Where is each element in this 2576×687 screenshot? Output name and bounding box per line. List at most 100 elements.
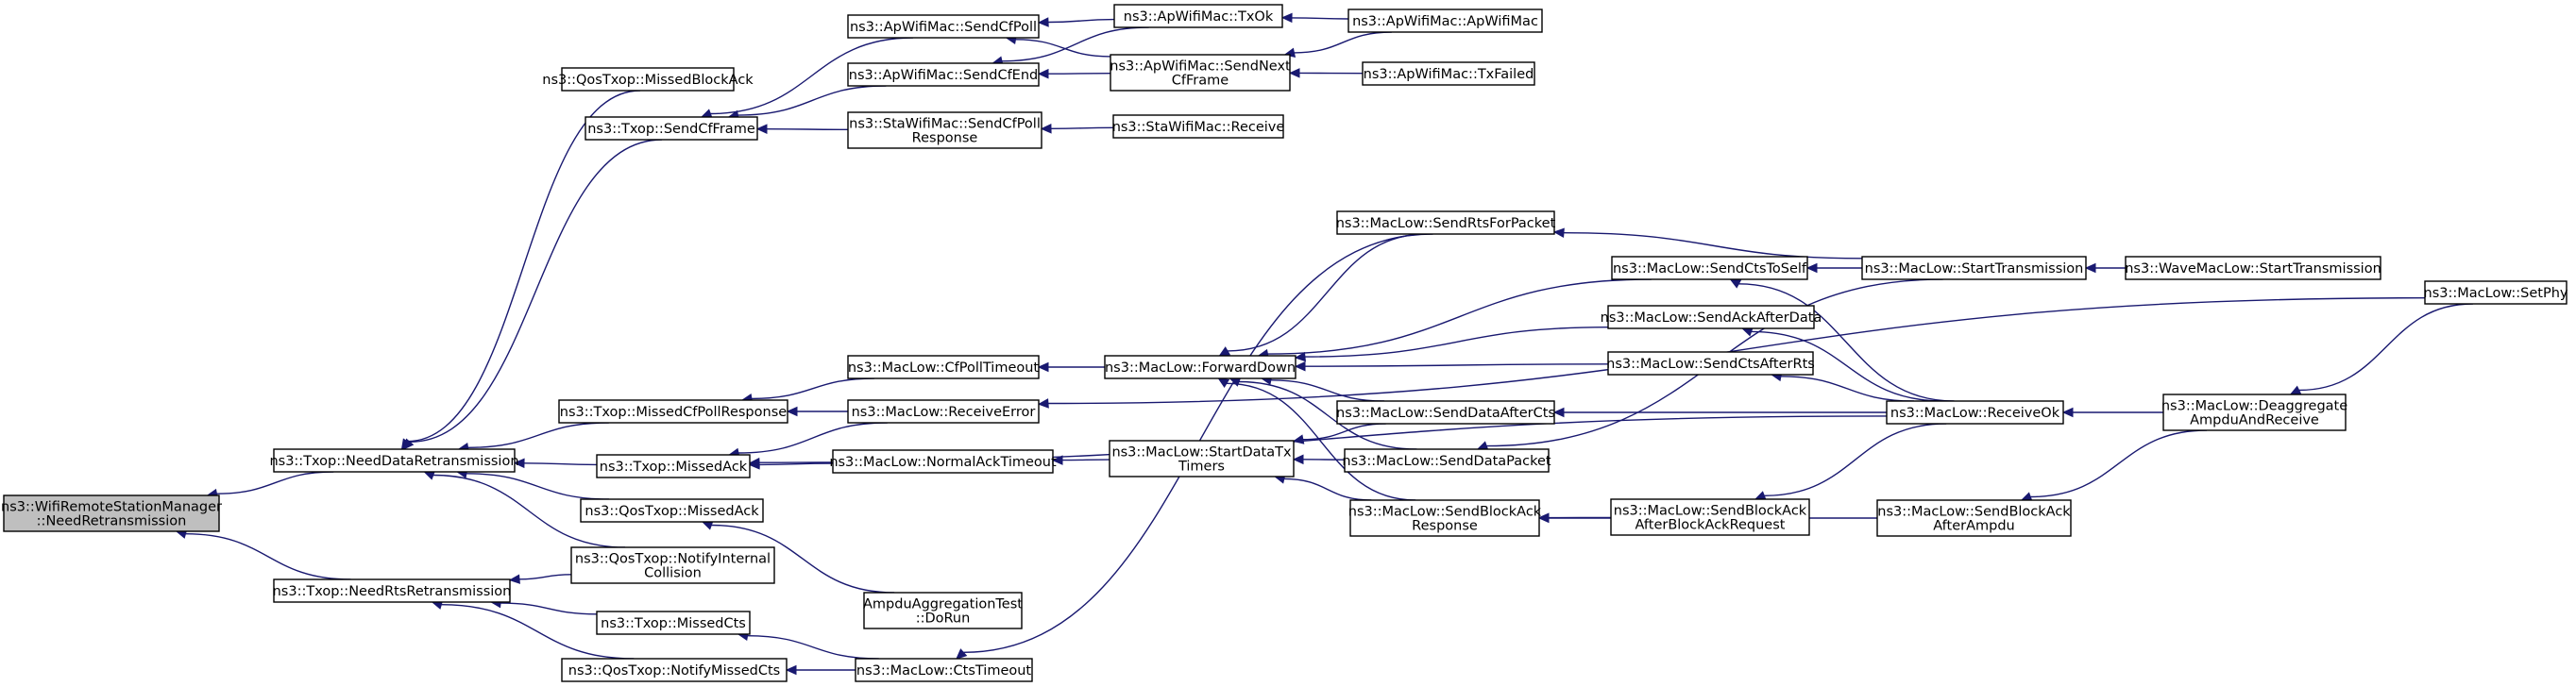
node-mlst[interactable]: ns3::MacLow::StartTransmission xyxy=(1861,256,2087,280)
node-apsce[interactable]: ns3::ApWifiMac::SendCfEnd xyxy=(847,62,1040,87)
node-label-line: CfFrame xyxy=(1172,74,1229,89)
edge-line xyxy=(1780,376,1914,402)
edge-n_mlro-to-n_mlsdac xyxy=(1552,407,1887,418)
edge-line xyxy=(711,524,895,594)
edge-arrowhead xyxy=(1292,454,1304,465)
node-label-line: ns3::QosTxop::NotifyInternal xyxy=(575,552,771,567)
node-mlscar[interactable]: ns3::MacLow::SendCtsAfterRts xyxy=(1606,351,1815,376)
node-mcts[interactable]: ns3::Txop::MissedCts xyxy=(596,611,751,635)
node-mlsdp[interactable]: ns3::MacLow::SendDataPacket xyxy=(1342,448,1551,473)
edge-line xyxy=(1227,233,1427,352)
node-label-line: ns3::Txop::MissedCfPollResponse xyxy=(560,405,787,420)
edge-line xyxy=(747,635,879,660)
node-nrr[interactable]: ns3::Txop::NeedRtsRetransmission xyxy=(273,578,512,603)
node-mlnat[interactable]: ns3::MacLow::NormalAckTimeout xyxy=(829,449,1057,474)
node-wmlst[interactable]: ns3::WaveMacLow::StartTransmission xyxy=(2125,256,2381,280)
node-label-line: ns3::MacLow::SendBlockAck xyxy=(1614,504,1807,519)
edge-arrowhead xyxy=(785,664,797,676)
node-ndr[interactable]: ns3::Txop::NeedDataRetransmission xyxy=(269,448,519,473)
node-label-line: ns3::Txop::MissedAck xyxy=(600,460,748,475)
node-mlsrfp[interactable]: ns3::MacLow::SendRtsForPacket xyxy=(1336,210,1556,235)
node-mlro[interactable]: ns3::MacLow::ReceiveOk xyxy=(1886,400,2064,425)
edge-arrowhead xyxy=(1288,68,1300,78)
node-mcpr[interactable]: ns3::Txop::MissedCfPollResponse xyxy=(558,399,788,424)
edge-arrowhead xyxy=(755,124,768,134)
node-mlctst[interactable]: ns3::MacLow::CtsTimeout xyxy=(855,658,1033,682)
edge-line xyxy=(500,602,598,615)
node-aatdr[interactable]: AmpduAggregationTest::DoRun xyxy=(863,592,1023,629)
node-qma[interactable]: ns3::QosTxop::MissedAck xyxy=(580,498,764,523)
node-box xyxy=(1861,256,2087,280)
edge-arrowhead xyxy=(402,438,415,450)
edge-line xyxy=(758,462,834,466)
node-label-line: ns3::MacLow::CtsTimeout xyxy=(856,663,1032,679)
edge-line xyxy=(441,604,635,660)
edge-n_mlst-to-n_mlsrfp xyxy=(1552,227,1863,260)
node-box xyxy=(1607,305,1815,329)
node-qnmc[interactable]: ns3::QosTxop::NotifyMissedCts xyxy=(561,658,788,682)
node-root[interactable]: ns3::WifiRemoteStationManager::NeedRetra… xyxy=(1,494,222,532)
node-label-line: ns3::ApWifiMac::SendCfEnd xyxy=(849,68,1039,83)
edge-line xyxy=(1283,478,1372,501)
node-box xyxy=(2424,280,2568,305)
edge-n_mlro-to-n_mlscar xyxy=(1770,371,1914,402)
node-box xyxy=(558,399,788,424)
edge-n_ma-to-n_ndr xyxy=(513,458,598,469)
edge-n_mlre-to-n_mcpr xyxy=(786,406,848,417)
node-label-line: AfterBlockAckRequest xyxy=(1635,518,1786,533)
node-box xyxy=(1876,499,2072,537)
node-label-line: ns3::StaWifiMac::SendCfPoll xyxy=(849,117,1041,132)
node-label-line: ns3::Txop::MissedCts xyxy=(601,616,746,631)
node-label-line: ns3::MacLow::ForwardDown xyxy=(1105,360,1296,376)
node-mlsaad[interactable]: ns3::MacLow::SendAckAfterData xyxy=(1601,305,1822,329)
node-apscp[interactable]: ns3::ApWifiMac::SendCfPoll xyxy=(847,14,1040,39)
node-box xyxy=(863,592,1023,629)
node-label-line: ns3::ApWifiMac::TxFailed xyxy=(1364,67,1534,82)
nodes-layer: ns3::WifiRemoteStationManager::NeedRetra… xyxy=(1,4,2568,682)
edge-n_mlfd-to-n_mlcfpt xyxy=(1037,361,1105,373)
edge-line xyxy=(1001,26,1149,62)
node-mlscts[interactable]: ns3::MacLow::SendCtsToSelf xyxy=(1611,256,1808,280)
edge-n_mlsdp-to-n_mlsdtt xyxy=(1292,454,1346,465)
node-mlsp[interactable]: ns3::MacLow::SetPhy xyxy=(2424,280,2568,305)
node-ma[interactable]: ns3::Txop::MissedAck xyxy=(596,454,751,478)
node-box xyxy=(1113,4,1283,28)
node-box xyxy=(596,611,751,635)
node-label-line: Timers xyxy=(1178,460,1225,475)
node-qmba[interactable]: ns3::QosTxop::MissedBlockAck xyxy=(542,67,754,92)
edge-line xyxy=(1738,283,1955,402)
edge-n_mlst-to-n_mlscts xyxy=(1805,262,1862,274)
edge-n_qmba-to-n_ndr xyxy=(400,90,641,451)
edge-n_mlsp-to-n_mlre xyxy=(1037,297,2426,409)
node-box xyxy=(847,399,1040,424)
node-mlsdac[interactable]: ns3::MacLow::SendDataAfterCts xyxy=(1336,400,1555,425)
edge-n_mldar-to-n_mlsbaaa xyxy=(2020,429,2208,502)
node-mlre[interactable]: ns3::MacLow::ReceiveError xyxy=(847,399,1040,424)
edge-n_mlscts-to-n_mlfd xyxy=(1257,278,1652,360)
node-apctor[interactable]: ns3::ApWifiMac::ApWifiMac xyxy=(1347,8,1543,33)
node-label-line: ns3::MacLow::CfPollTimeout xyxy=(848,360,1040,376)
node-scff[interactable]: ns3::Txop::SendCfFrame xyxy=(585,116,758,141)
node-mlcfpt[interactable]: ns3::MacLow::CfPollTimeout xyxy=(847,355,1040,379)
node-aptxf[interactable]: ns3::ApWifiMac::TxFailed xyxy=(1362,61,1535,86)
node-label-line: ns3::MacLow::SetPhy xyxy=(2424,286,2568,301)
edge-n_apsnf-to-n_apsce xyxy=(1037,68,1111,79)
node-starecv[interactable]: ns3::StaWifiMac::Receive xyxy=(1112,114,1285,139)
node-mlsbaabr[interactable]: ns3::MacLow::SendBlockAckAfterBlockAckRe… xyxy=(1610,498,1810,536)
edge-arrowhead xyxy=(2084,262,2096,274)
node-aptxok[interactable]: ns3::ApWifiMac::TxOk xyxy=(1113,4,1283,28)
node-box xyxy=(832,449,1054,474)
edge-n_mlsdtt-to-n_mlnat xyxy=(1051,455,1110,465)
node-mlfd[interactable]: ns3::MacLow::ForwardDown xyxy=(1104,355,1296,379)
edge-line xyxy=(466,473,609,500)
node-label-line: ns3::ApWifiMac::SendNext xyxy=(1110,59,1291,75)
node-label-line: ns3::QosTxop::NotifyMissedCts xyxy=(568,663,780,679)
node-box xyxy=(596,454,751,478)
